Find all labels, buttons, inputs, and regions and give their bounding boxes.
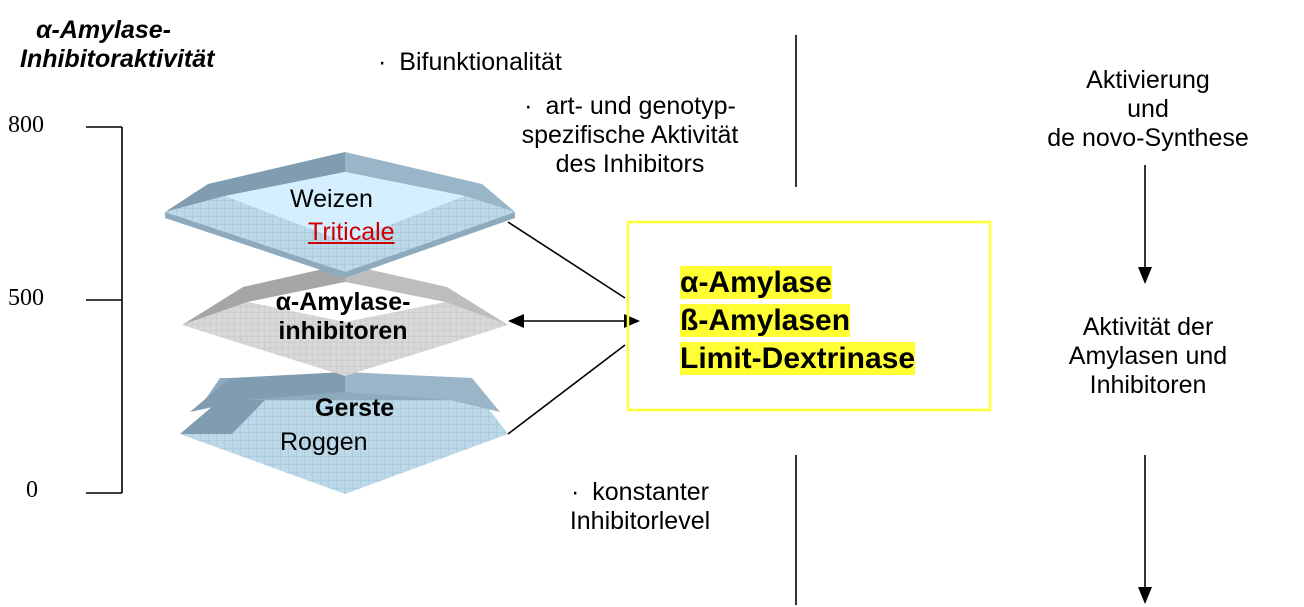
right-step2-line2: Amylasen und [1068, 342, 1228, 370]
label-triticale: Triticale [308, 218, 395, 246]
enzyme-limit-dextrinase: Limit-Dextrinase [680, 342, 916, 375]
note-genotyp-line1: · art- und genotyp- [470, 92, 790, 121]
y-axis-title-line2: Inhibitoraktivität [20, 45, 215, 73]
right-arrows [1138, 165, 1152, 604]
slab-bottom [180, 372, 508, 494]
note-konstant-line2: Inhibitorlevel [569, 507, 711, 535]
note-genotyp-line2: spezifische Aktivität [521, 121, 739, 149]
tick-label-500: 500 [8, 285, 44, 311]
note-genotyp-line3: des Inhibitors [555, 150, 705, 178]
label-amylase-inhibitoren-line2: inhibitoren [278, 317, 408, 345]
right-step2-line3: Inhibitoren [1089, 371, 1207, 399]
bullet: · [524, 92, 533, 120]
right-step2: Aktivität der Amylasen und Inhibitoren [1010, 313, 1286, 400]
tick-label-0: 0 [26, 477, 38, 503]
right-step1: Aktivierung und de novo-Synthese [1010, 66, 1286, 153]
right-step2-line1: Aktivität der [1082, 313, 1214, 341]
y-axis-title: α-Amylase- Inhibitoraktivität [20, 16, 214, 74]
y-axis-title-line1: α-Amylase- [36, 16, 171, 44]
bullet: · [570, 478, 580, 506]
slab-top [165, 152, 515, 278]
label-amylase-inhibitoren: α-Amylase- inhibitoren [243, 288, 443, 346]
enzyme-beta-amylasen: ß-Amylasen [680, 304, 851, 337]
enzyme-list: α-Amylase ß-Amylasen Limit-Dextrinase [680, 264, 916, 378]
right-step1-line3: de novo-Synthese [1047, 124, 1249, 152]
slab-middle [182, 264, 508, 376]
enzyme-box-border [626, 220, 992, 412]
bullet: · [378, 48, 387, 76]
note-bifunktionalitaet: · Bifunktionalität [378, 48, 562, 77]
note-genotyp: · art- und genotyp- spezifische Aktivitä… [470, 92, 790, 179]
note-konstant-line1: · konstanter [520, 478, 760, 507]
note-bifunktionalitaet-text: Bifunktionalität [399, 48, 562, 76]
note-konstant-text1: konstanter [592, 478, 710, 506]
label-roggen: Roggen [280, 428, 368, 456]
label-weizen: Weizen [290, 185, 373, 213]
tick-label-800: 800 [8, 112, 44, 138]
y-axis-bracket [86, 126, 123, 494]
label-gerste: Gerste [315, 394, 395, 422]
label-amylase-inhibitoren-line1: α-Amylase- [275, 288, 411, 316]
right-step1-line2: und [1127, 95, 1169, 123]
double-arrow [508, 314, 640, 328]
right-step1-line1: Aktivierung [1086, 66, 1210, 94]
note-konstant: · konstanter Inhibitorlevel [520, 478, 760, 536]
connector-lines [507, 221, 626, 435]
note-genotyp-text1: art- und genotyp- [545, 92, 736, 120]
enzyme-alpha-amylase: α-Amylase [680, 266, 832, 299]
